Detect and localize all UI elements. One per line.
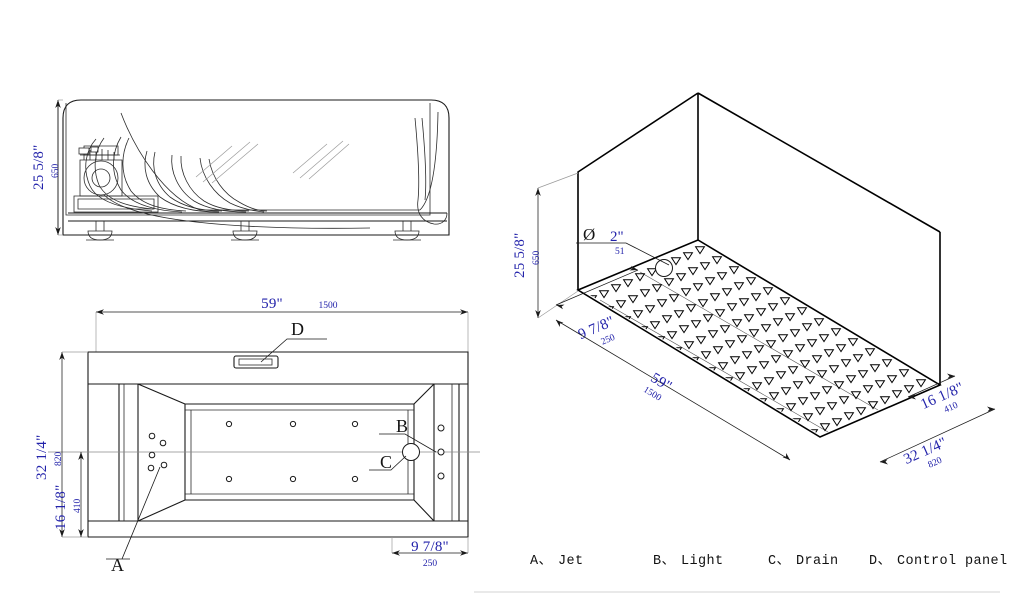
iso-box-far-edge [697, 92, 941, 233]
jet-holes-center [225, 420, 359, 483]
jet-hole [148, 432, 156, 440]
basin-right-curve [419, 111, 439, 211]
dim-iso-height-metric: 650 [532, 251, 542, 266]
legend-item-b-label: Light [681, 554, 724, 569]
jet-hole [225, 475, 233, 483]
callout-c-leader: C [369, 452, 407, 472]
overflow-hose [414, 117, 448, 225]
jet-hole [147, 464, 155, 472]
dim-plan-end-offset-metric: 250 [423, 559, 438, 569]
jet-hole [159, 439, 167, 447]
dim-drain-diameter-imperial: 2" [610, 229, 624, 245]
dim-plan-width-inner-imperial: 16 1/8" [53, 485, 69, 530]
dim-side-height-metric: 650 [51, 164, 61, 179]
callout-d-label: D [291, 319, 304, 339]
legend-row: A、 Jet B、 Light C、 Drain D、 Control pane… [530, 554, 1008, 569]
dim-plan-end-offset-imperial: 9 7/8" [411, 539, 449, 555]
adjustable-foot-right [393, 221, 421, 241]
jet-hole [289, 475, 297, 483]
iso-box-top-back [577, 92, 699, 290]
dim-iso-offset-metric: 250 [600, 333, 617, 348]
legend-item-c-key: C、 [768, 554, 790, 569]
jet-holes-left-cluster [147, 432, 168, 472]
dim-plan-width-inner: 16 1/8" 410 [53, 452, 84, 537]
iso-floor-inner-line-a [599, 299, 829, 433]
basin-left-curve [120, 112, 420, 211]
pump-mount-frame-inner [77, 198, 155, 210]
callout-c-label: C [380, 452, 392, 472]
dim-plan-width-total: 32 1/4" 820 [34, 351, 88, 538]
adjustable-foot-center [231, 221, 259, 241]
jet-hole [437, 424, 445, 432]
dim-iso-height-imperial: 25 5/8" [512, 233, 528, 278]
iso-drain-opening [655, 259, 673, 277]
dim-plan-width-total-metric: 820 [54, 452, 64, 467]
pump-mount-frame [73, 195, 159, 213]
jet-hole [351, 475, 359, 483]
dim-iso-offset: 9 7/8" 250 [555, 265, 639, 348]
dim-drain-diameter-metric: 51 [615, 247, 625, 257]
jet-hole [225, 420, 233, 428]
overflow-hose-2 [421, 117, 427, 201]
dim-plan-length-imperial: 59" [261, 296, 283, 312]
callout-a-leader: A [106, 466, 161, 575]
jet-hole [351, 420, 359, 428]
jet-holes-right-wall [437, 424, 445, 480]
iso-floor-outline [576, 239, 942, 438]
control-panel[interactable] [233, 355, 279, 369]
callout-a-label: A [111, 555, 124, 575]
dim-plan-width-inner-metric: 410 [73, 499, 83, 514]
plan-basin-outline [137, 383, 186, 522]
callout-d-leader: D [260, 319, 327, 363]
dim-plan-width-total-imperial: 32 1/4" [34, 435, 50, 480]
drain-opening [402, 443, 420, 461]
dim-iso-length: 59" 1500 [555, 319, 791, 461]
dim-side-height: 25 5/8" 650 [31, 99, 63, 236]
isometric-view: Ø 2" 51 25 5/8" 650 9 7/8" 250 59 [512, 92, 996, 471]
dim-side-height-imperial: 25 5/8" [31, 145, 47, 190]
dim-plan-end-offset: 9 7/8" 250 [391, 537, 469, 569]
dim-plan-length-metric: 1500 [319, 301, 338, 311]
legend-item-d-key: D、 [869, 554, 891, 569]
legend-item-a-key: A、 [530, 554, 552, 569]
adjustable-foot-left [86, 221, 114, 241]
side-elevation-view: 25 5/8" 650 [31, 99, 450, 241]
legend-item-a-label: Jet [558, 554, 584, 569]
diameter-symbol: Ø [583, 225, 595, 244]
plan-view: 59" 1500 [34, 296, 480, 575]
tub-outer-shell [62, 99, 450, 236]
dim-iso-width: 32 1/4" 820 [879, 406, 996, 471]
surface-reflection-lines [195, 140, 350, 184]
jet-hole [160, 461, 168, 469]
light-hole [437, 448, 445, 456]
callout-b-leader: B [379, 416, 437, 453]
legend-item-b-key: B、 [653, 554, 675, 569]
jet-hole [437, 472, 445, 480]
callout-b-label: B [396, 416, 408, 436]
dim-drain-diameter: Ø 2" 51 [576, 225, 670, 266]
pump-motor-assembly [78, 145, 123, 197]
jet-hole [289, 420, 297, 428]
jet-hose-bundle [85, 136, 371, 229]
tub-interior-profile [65, 103, 431, 216]
dim-iso-height: 25 5/8" 650 [512, 172, 579, 319]
jet-hole [148, 451, 156, 459]
legend-item-d-label: Control panel [897, 554, 1008, 569]
legend-item-c-label: Drain [796, 554, 839, 569]
iso-floor-inner-line-b [639, 271, 879, 411]
dim-plan-length: 59" 1500 [95, 296, 469, 352]
